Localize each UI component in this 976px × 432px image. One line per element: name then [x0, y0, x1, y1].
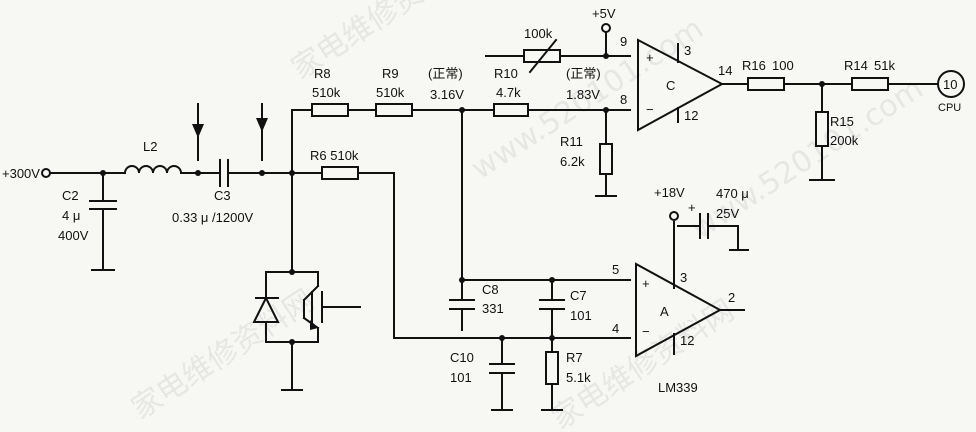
node-c3-out	[259, 170, 265, 176]
label-100k: 100k	[524, 26, 553, 41]
capacitor-c2: C2 4 μ 400V	[58, 172, 117, 271]
label-c3: C3	[214, 188, 231, 203]
label-r9-value: 510k	[376, 85, 405, 100]
label-c7: C7	[570, 288, 587, 303]
arrow-down-icon	[192, 124, 204, 138]
label-plus-cap: +	[688, 200, 696, 215]
label-18v: +18V	[654, 185, 685, 200]
label-c10-value: 101	[450, 370, 472, 385]
label-25v: 25V	[716, 206, 739, 221]
label-r8: R8	[314, 66, 331, 81]
igbt-with-diode	[252, 269, 361, 391]
capacitor-c3: C3 0.33 μ /1200V	[172, 159, 293, 225]
comparator-c: + − C 3 12 14	[637, 38, 732, 132]
label-c2: C2	[62, 188, 79, 203]
label-normal-2: (正常)	[566, 66, 601, 81]
label-c8: C8	[482, 282, 499, 297]
label-pin12-top: 12	[684, 108, 698, 123]
label-5v: +5V	[592, 6, 616, 21]
label-r15: R15	[830, 114, 854, 129]
label-c2-voltage: 400V	[58, 228, 89, 243]
label-c7-value: 101	[570, 308, 592, 323]
label-r10-value: 4.7k	[496, 85, 521, 100]
label-lm339: LM339	[658, 380, 698, 395]
capacitor-c8: C8 331	[449, 279, 504, 331]
label-cpu-pin: 10	[943, 77, 957, 92]
label-300v: +300V	[2, 166, 40, 181]
label-plus-a: +	[642, 276, 650, 291]
capacitor-c10: C10 101	[450, 337, 515, 411]
arrow-down-icon	[256, 118, 268, 132]
label-minus-a: −	[642, 324, 650, 339]
resistor-r15: R15 200k	[809, 83, 859, 181]
label-opamp-c: C	[666, 78, 675, 93]
label-pin4: 4	[612, 321, 619, 336]
capacitor-c7: C7 101	[539, 279, 592, 339]
label-pin3-bottom: 3	[680, 270, 687, 285]
label-r16-value: 100	[772, 58, 794, 73]
resistor-r6: R6 510k	[291, 148, 631, 339]
label-r16: R16	[742, 58, 766, 73]
resistor-r14: R14 51k	[844, 58, 895, 91]
resistor-r16: R16 100	[742, 58, 794, 91]
resistor-r8: R8 510k	[311, 66, 349, 117]
inductor-l2: L2	[123, 139, 221, 175]
label-minus-c: −	[646, 102, 654, 117]
label-r6: R6 510k	[310, 148, 359, 163]
label-r15-value: 200k	[830, 133, 859, 148]
input-300v-terminal: +300V	[2, 166, 51, 181]
label-opamp-a: A	[660, 304, 669, 319]
label-c8-value: 331	[482, 301, 504, 316]
label-normal-1: (正常)	[428, 66, 463, 81]
label-pin14: 14	[718, 63, 732, 78]
label-r7-value: 5.1k	[566, 370, 591, 385]
label-pin12-bottom: 12	[680, 333, 694, 348]
label-r9: R9	[382, 66, 399, 81]
cpu-pin-terminal: 10 CPU	[937, 70, 965, 114]
supply-18v: +18V + 470 μ 25V	[654, 185, 749, 251]
comparator-a: + − A 5 4 3 12 2 LM339	[612, 221, 745, 395]
resistor-r11: R11 6.2k	[560, 109, 617, 197]
label-c3-value: 0.33 μ /1200V	[172, 210, 254, 225]
label-l2: L2	[143, 139, 157, 154]
label-pin2: 2	[728, 290, 735, 305]
label-pin5: 5	[612, 262, 619, 277]
label-pin8: 8	[620, 92, 627, 107]
label-r7: R7	[566, 350, 583, 365]
node-l2-out	[195, 170, 201, 176]
label-voltage-1v83: 1.83V	[566, 87, 600, 102]
label-r11-value: 6.2k	[560, 154, 585, 169]
label-r14: R14	[844, 58, 868, 73]
label-r8-value: 510k	[312, 85, 341, 100]
label-cpu: CPU	[938, 102, 961, 114]
resistor-r7: R7 5.1k	[541, 337, 591, 411]
resistor-r10: R10 4.7k	[493, 66, 529, 117]
variable-resistor-100k: 100k	[485, 26, 631, 74]
resistor-r9: R9 510k	[375, 66, 413, 117]
label-r11: R11	[560, 134, 583, 149]
label-pin9: 9	[620, 34, 627, 49]
label-470u: 470 μ	[716, 186, 749, 201]
label-r14-value: 51k	[874, 58, 895, 73]
label-r10: R10	[494, 66, 518, 81]
label-pin3-top: 3	[684, 43, 691, 58]
label-plus-c: +	[646, 50, 654, 65]
label-c2-value: 4 μ	[62, 208, 80, 223]
label-c10: C10	[450, 350, 474, 365]
label-voltage-3v16: 3.16V	[430, 87, 464, 102]
terminal-5v	[601, 23, 611, 33]
